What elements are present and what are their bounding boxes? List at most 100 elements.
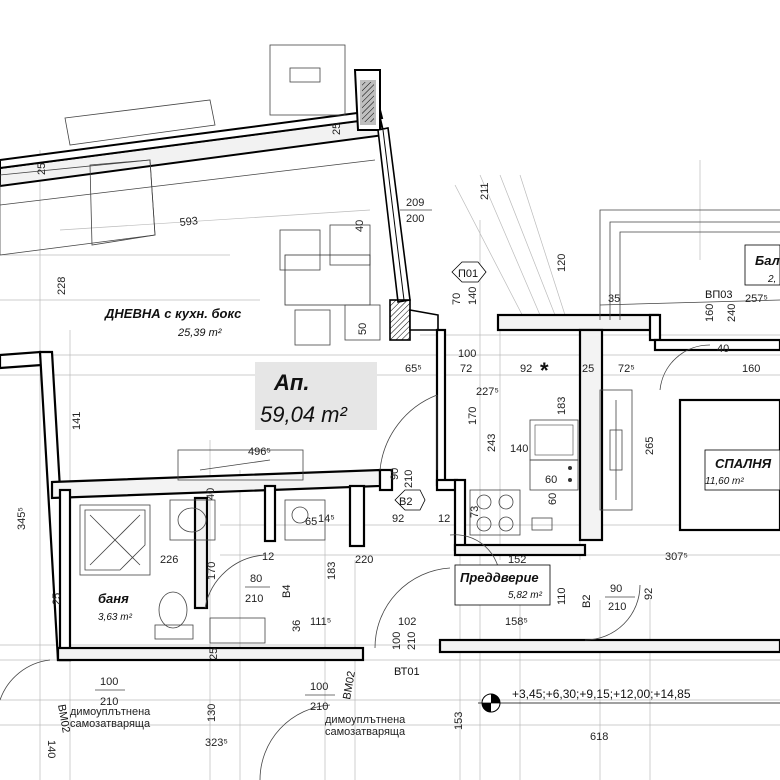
svg-text:40: 40 [205, 488, 217, 500]
svg-text:12: 12 [438, 513, 450, 525]
svg-text:25: 25 [36, 163, 48, 175]
svg-text:100: 100 [458, 348, 476, 360]
svg-text:65⁵: 65⁵ [405, 363, 422, 375]
svg-text:183: 183 [556, 397, 568, 415]
svg-text:618: 618 [590, 731, 608, 743]
svg-text:60: 60 [545, 474, 557, 486]
door-vt-width: 100 [391, 632, 403, 650]
svg-text:209: 209 [406, 197, 424, 209]
svg-text:130: 130 [206, 704, 218, 722]
svg-text:25: 25 [331, 123, 343, 135]
svg-text:92: 92 [643, 588, 655, 600]
svg-text:65: 65 [305, 516, 317, 528]
svg-text:200: 200 [406, 213, 424, 225]
dining-set [279, 224, 381, 346]
svg-text:183: 183 [326, 562, 338, 580]
svg-text:14⁵: 14⁵ [318, 513, 335, 525]
svg-text:257⁵: 257⁵ [745, 293, 768, 305]
svg-text:В2: В2 [581, 595, 593, 608]
door-v2b-width: 90 [610, 583, 622, 595]
tag-v2a: В2 [394, 489, 426, 511]
balcony-area: 2, [767, 274, 776, 285]
svg-text:211: 211 [479, 182, 491, 200]
kitchen-appliances [469, 419, 579, 536]
svg-text:153: 153 [453, 712, 465, 730]
svg-text:345⁵: 345⁵ [16, 507, 28, 530]
svg-text:170: 170 [467, 407, 479, 425]
svg-text:243: 243 [486, 434, 498, 452]
door-mid-height: 210 [310, 701, 328, 713]
door-v2-height: 210 [403, 470, 415, 488]
svg-text:92: 92 [392, 513, 404, 525]
apartment-area-box [255, 362, 377, 430]
bath-area: 3,63 m² [98, 612, 133, 623]
top-furniture [0, 44, 346, 256]
svg-text:307⁵: 307⁵ [665, 551, 688, 563]
door-note-a-2: самозатваряща [70, 718, 151, 730]
svg-text:36: 36 [291, 620, 303, 632]
svg-text:152: 152 [508, 554, 526, 566]
bathroom-fixtures [79, 499, 326, 644]
svg-text:593: 593 [179, 215, 199, 229]
svg-text:265: 265 [644, 437, 656, 455]
svg-text:40: 40 [354, 220, 366, 232]
svg-text:170: 170 [206, 562, 218, 580]
column-wall [353, 69, 381, 131]
counter [177, 449, 304, 481]
door-vt-height: 210 [406, 632, 418, 650]
tag-v2b: В2 [581, 595, 593, 608]
svg-text:92: 92 [520, 363, 532, 375]
level-marker [478, 693, 780, 713]
wardrobe [599, 389, 633, 511]
svg-text:72⁵: 72⁵ [618, 363, 635, 375]
svg-text:323⁵: 323⁵ [205, 737, 228, 749]
svg-text:В4: В4 [281, 585, 293, 598]
door-note-b-2: самозатваряща [325, 726, 406, 738]
tag-vt01: ВТ01 [394, 666, 420, 678]
svg-text:220: 220 [355, 554, 373, 566]
svg-text:160: 160 [742, 363, 760, 375]
hall-name: Преддверие [460, 570, 539, 585]
svg-text:141: 141 [71, 412, 83, 430]
bath-name: баня [98, 591, 129, 606]
svg-text:111⁵: 111⁵ [310, 616, 331, 628]
living-room-area: 25,39 m² [177, 327, 222, 339]
door-v2b-height: 210 [608, 601, 626, 613]
svg-text:227⁵: 227⁵ [476, 386, 499, 398]
svg-text:120: 120 [556, 254, 568, 272]
svg-text:72: 72 [460, 363, 472, 375]
svg-text:35: 35 [608, 293, 620, 305]
apartment-title: Ап. [273, 370, 309, 395]
svg-text:25: 25 [208, 648, 220, 660]
svg-text:В2: В2 [399, 496, 412, 508]
svg-text:228: 228 [56, 277, 68, 295]
svg-text:102: 102 [398, 616, 416, 628]
svg-text:158⁵: 158⁵ [505, 616, 528, 628]
tag-vm02b: ВМ02 [341, 670, 358, 700]
outer-wall-top [0, 108, 386, 206]
svg-text:240: 240 [726, 304, 738, 322]
tag-vp03: ВП03 [705, 289, 732, 301]
interior-walls [0, 313, 780, 662]
door-v2-width: 90 [389, 468, 401, 480]
tag-p01: П01 [451, 261, 487, 283]
door-v4-width: 80 [250, 573, 262, 585]
hall-area: 5,82 m² [508, 590, 543, 601]
door-note-a-1: димоуплътнена [70, 706, 151, 718]
balcony-outline [599, 209, 780, 320]
door-note-b-1: димоуплътнена [325, 714, 406, 726]
svg-text:73: 73 [469, 506, 481, 518]
svg-text:25: 25 [582, 363, 594, 375]
bedroom-area: 11,60 m² [705, 476, 744, 487]
svg-text:25: 25 [51, 593, 63, 605]
level-values: +3,45;+6,30;+9,15;+12,00;+14,85 [512, 687, 691, 701]
svg-text:70: 70 [451, 293, 463, 305]
svg-text:140: 140 [45, 740, 57, 758]
svg-text:140: 140 [467, 287, 479, 305]
svg-text:П01: П01 [458, 268, 478, 280]
svg-text:60: 60 [547, 493, 559, 505]
bedroom-name: СПАЛНЯ [715, 456, 772, 471]
apartment-area: 59,04 m² [260, 402, 347, 427]
svg-text:110: 110 [556, 587, 568, 605]
